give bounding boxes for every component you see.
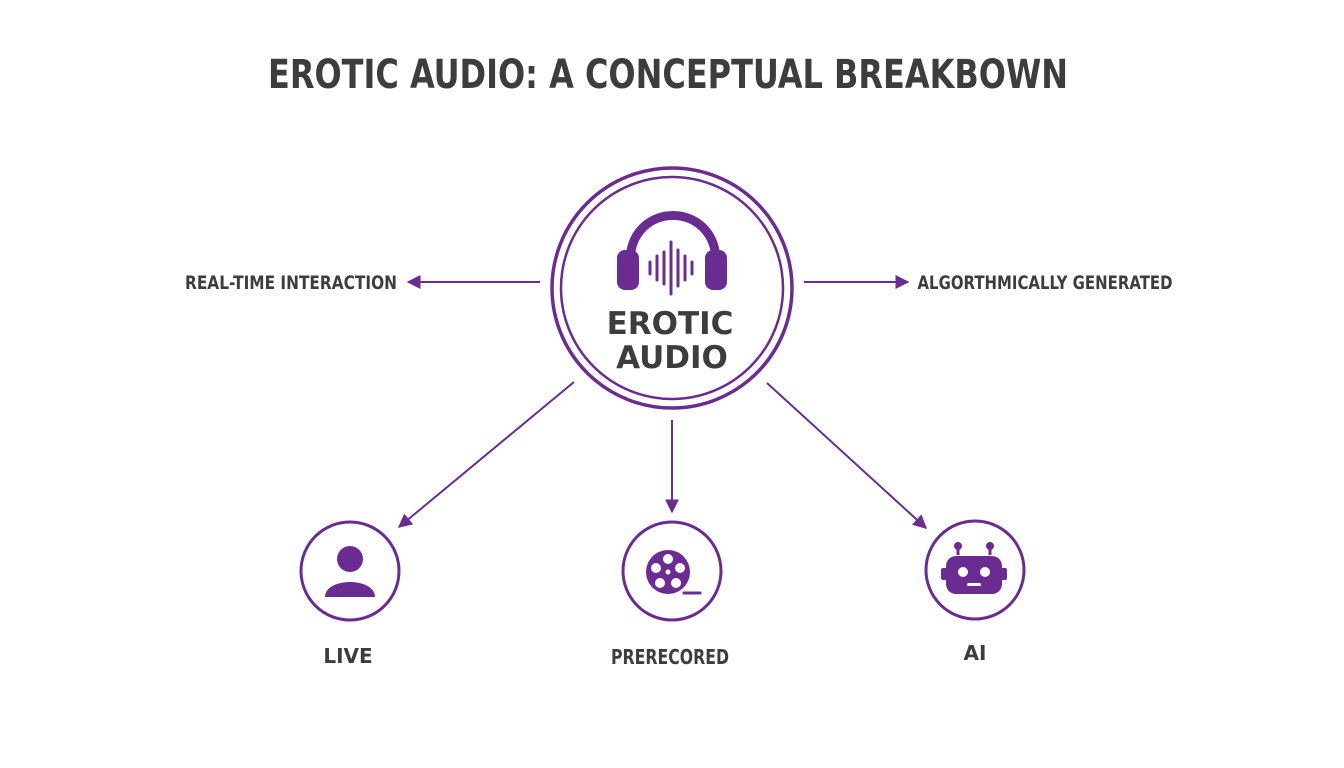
node-live: LIVE bbox=[299, 520, 401, 668]
node-prerecorded-label: PRERECORED bbox=[611, 645, 729, 669]
center-inner-ring bbox=[559, 175, 785, 401]
arrow-to-ai bbox=[766, 382, 928, 529]
center-label-line2: AUDIO bbox=[616, 340, 728, 376]
person-icon bbox=[325, 546, 375, 597]
headphones-soundwave-icon bbox=[617, 211, 727, 296]
node-prerecorded: PRERECORED bbox=[611, 520, 729, 669]
film-reel-icon bbox=[646, 550, 702, 595]
node-ai: AI bbox=[924, 519, 1026, 665]
page-title: EROTIC AUDIO: A CONCEPTUAL BREAKBOWN bbox=[268, 52, 1068, 98]
robot-icon bbox=[941, 542, 1007, 594]
node-prerecorded-ring bbox=[621, 520, 723, 622]
node-live-ring bbox=[299, 520, 401, 622]
node-live-label: LIVE bbox=[323, 644, 372, 668]
arrow-to-live bbox=[397, 381, 575, 528]
node-ai-ring bbox=[924, 519, 1026, 621]
side-label-right: ALGORTHMICALLY GENERATED bbox=[918, 272, 1173, 294]
side-label-left: REAL-TIME INTERACTION bbox=[185, 272, 397, 294]
center-outer-ring bbox=[550, 166, 794, 410]
node-ai-label: AI bbox=[964, 641, 987, 665]
center-label-line1: EROTIC bbox=[607, 306, 734, 342]
center-node: EROTIC AUDIO bbox=[550, 166, 794, 410]
